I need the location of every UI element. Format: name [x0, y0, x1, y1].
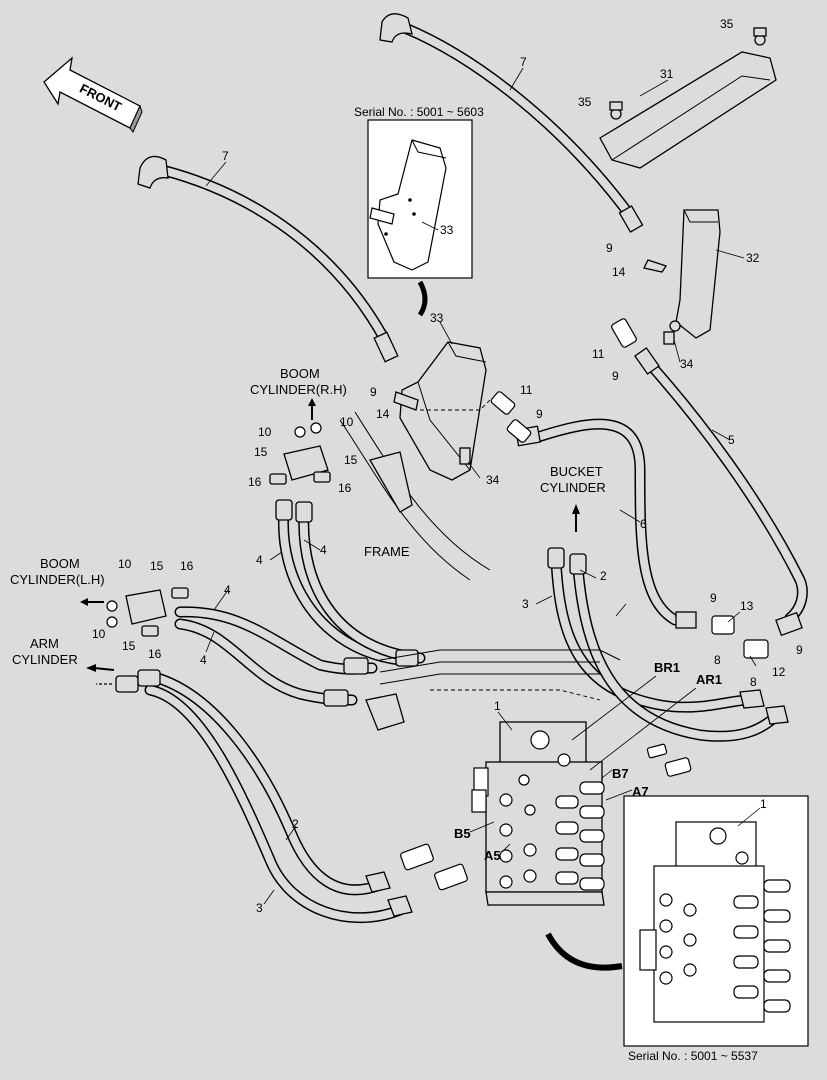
- boom-rh-flange: [269, 398, 331, 485]
- port-a5-label: A5: [484, 848, 501, 863]
- part-number-13: 13: [740, 599, 754, 613]
- part-number-10: 10: [258, 425, 272, 439]
- bucket-label-line1: BUCKET: [550, 464, 603, 479]
- port-br1-label: BR1: [654, 660, 680, 675]
- part-number-9: 9: [536, 407, 543, 421]
- part-number-3: 3: [256, 901, 263, 915]
- part-number-1: 1: [494, 699, 501, 713]
- part-number-9: 9: [370, 385, 377, 399]
- bracket-32: [643, 209, 721, 345]
- inset-top-pointer: [417, 280, 428, 317]
- port-b5-label: B5: [454, 826, 471, 841]
- part-number-15: 15: [344, 453, 358, 467]
- part-number-4: 4: [200, 653, 207, 667]
- part-number-9: 9: [710, 591, 717, 605]
- serial-top-label: Serial No. : 5001 ~ 5603: [354, 105, 484, 119]
- hose-2-3-right: [547, 547, 789, 742]
- port-b7-label: B7: [612, 766, 629, 781]
- inset-top: [367, 119, 473, 279]
- part-number-33: 33: [430, 311, 444, 325]
- frame-outline: [339, 411, 621, 731]
- port-ar1-label: AR1: [696, 672, 722, 687]
- part-number-4: 4: [224, 583, 231, 597]
- hose-5: [634, 347, 808, 637]
- bracket-31: [599, 27, 777, 169]
- part-number-34: 34: [680, 357, 694, 371]
- part-number-10: 10: [118, 557, 132, 571]
- part-number-6: 6: [640, 517, 647, 531]
- part-number-10: 10: [340, 415, 354, 429]
- part-number-35: 35: [578, 95, 592, 109]
- part-number-16: 16: [148, 647, 162, 661]
- part-number-10: 10: [92, 627, 106, 641]
- part-number-9: 9: [612, 369, 619, 383]
- inset-bottom: [623, 795, 809, 1047]
- part-number-15: 15: [150, 559, 164, 573]
- part-number-4: 4: [256, 553, 263, 567]
- part-number-9: 9: [796, 643, 803, 657]
- frame-label: FRAME: [364, 544, 410, 559]
- arm-arrows: [86, 664, 115, 685]
- text-labels: Serial No. : 5001 ~ 5603 Serial No. : 50…: [10, 17, 803, 1063]
- boom-lh-flange: [80, 587, 189, 637]
- valve-fittings: [400, 318, 769, 891]
- part-number-3: 3: [522, 597, 529, 611]
- bracket-33: [393, 341, 491, 481]
- hose-4-boom-lh: [174, 606, 419, 707]
- part-number-11: 11: [520, 383, 533, 397]
- part-number-16: 16: [338, 481, 352, 495]
- part-number-15: 15: [254, 445, 268, 459]
- hose-7-left: [137, 155, 399, 363]
- part-number-9: 9: [606, 241, 613, 255]
- part-number-2: 2: [600, 569, 607, 583]
- serial-bottom-label: Serial No. : 5001 ~ 5537: [628, 1049, 758, 1063]
- boom-rh-label-line2: CYLINDER(R.H): [250, 382, 347, 397]
- part-number-34: 34: [486, 473, 500, 487]
- hose-6: [515, 418, 697, 629]
- part-number-5: 5: [728, 433, 735, 447]
- part-number-7: 7: [222, 149, 229, 163]
- part-number-33: 33: [440, 223, 454, 237]
- port-a7-label: A7: [632, 784, 649, 799]
- part-number-8: 8: [750, 675, 757, 689]
- part-number-4: 4: [320, 543, 327, 557]
- hose-4-boom-rh: [275, 499, 426, 666]
- part-number-16: 16: [248, 475, 262, 489]
- bucket-label-line2: CYLINDER: [540, 480, 606, 495]
- bucket-arrow: [572, 504, 580, 532]
- boom-rh-label-line1: BOOM: [280, 366, 320, 381]
- control-valve: [471, 721, 605, 906]
- part-number-7: 7: [520, 55, 527, 69]
- part-number-35: 35: [720, 17, 734, 31]
- arm-label-line2: CYLINDER: [12, 652, 78, 667]
- front-arrow: FRONT: [43, 56, 143, 133]
- leader-lines: [205, 67, 761, 905]
- part-number-15: 15: [122, 639, 136, 653]
- part-number-8: 8: [714, 653, 721, 667]
- part-number-14: 14: [612, 265, 626, 279]
- boom-lh-label-line2: CYLINDER(L.H): [10, 572, 105, 587]
- arm-label-line1: ARM: [30, 636, 59, 651]
- part-number-11: 11: [592, 347, 605, 361]
- inset-bottom-pointer: [545, 932, 623, 971]
- part-number-14: 14: [376, 407, 390, 421]
- part-number-12: 12: [772, 665, 786, 679]
- part-number-32: 32: [746, 251, 760, 265]
- hose-2-3-left: [115, 669, 413, 924]
- part-number-2: 2: [292, 817, 299, 831]
- boom-lh-label-line1: BOOM: [40, 556, 80, 571]
- part-number-1: 1: [760, 797, 767, 811]
- part-number-16: 16: [180, 559, 194, 573]
- part-number-31: 31: [660, 67, 674, 81]
- hose-7-upper: [379, 13, 644, 233]
